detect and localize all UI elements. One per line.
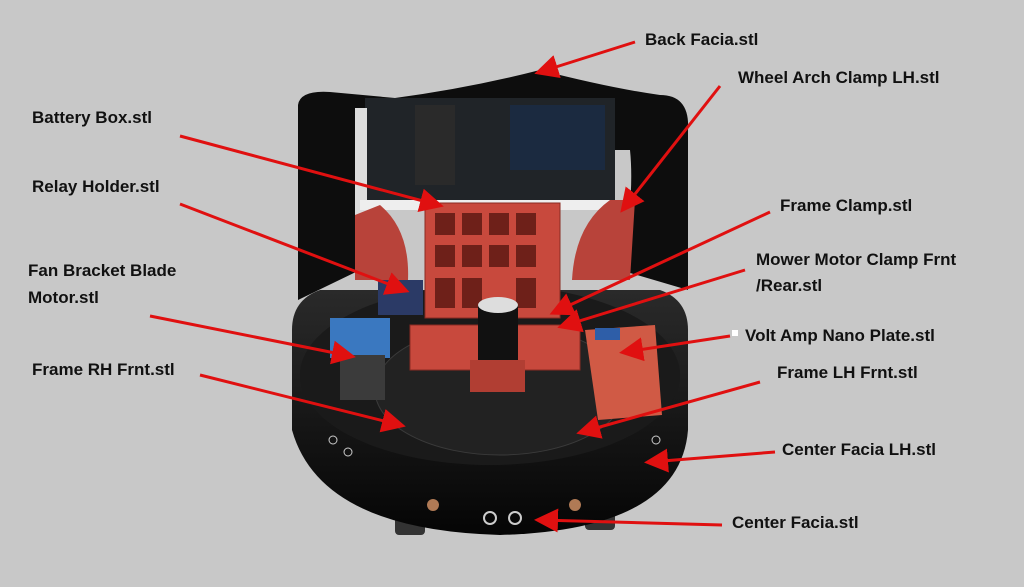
- arrow-mower-motor-clamp: [557, 268, 746, 333]
- nano-board: [595, 328, 620, 340]
- label-mower-motor-clamp-line2: /Rear.stl: [756, 276, 823, 295]
- fan: [340, 355, 385, 400]
- arrow-battery-box: [179, 134, 444, 212]
- arrow-center-facia: [534, 508, 723, 533]
- label-center-facia-lh: Center Facia LH.stl: [782, 440, 936, 459]
- arrow-frame-clamp: [549, 210, 771, 316]
- relay-holder: [378, 280, 423, 315]
- label-volt-amp-nano-plate: Volt Amp Nano Plate.stl: [745, 326, 935, 345]
- label-frame-clamp: Frame Clamp.stl: [780, 196, 913, 215]
- wheel-arch-clamp-lh: [572, 200, 635, 280]
- arrow-back-facia: [534, 40, 636, 79]
- label-relay-holder: Relay Holder.stl: [32, 177, 160, 196]
- mower-motor: [478, 305, 518, 360]
- arrow-frame-lh-frnt: [576, 380, 761, 439]
- controller-board: [510, 105, 605, 170]
- arrow-frame-rh-frnt: [199, 373, 406, 433]
- label-wheel-arch-clamp-lh: Wheel Arch Clamp LH.stl: [738, 68, 940, 87]
- label-frame-rh-frnt: Frame RH Frnt.stl: [32, 360, 175, 379]
- frame-clamp: [470, 360, 525, 392]
- label-fan-bracket-line1: Fan Bracket Blade: [28, 261, 177, 280]
- fan-bracket-blade-motor: [330, 318, 390, 358]
- arrow-wheel-arch-clamp-lh: [620, 85, 722, 213]
- arrow-volt-amp-nano-plate: [619, 334, 731, 362]
- label-fan-bracket-line2: Motor.stl: [28, 288, 99, 307]
- arrow-fan-bracket: [149, 314, 356, 365]
- wheel-arch-clamp-rh: [355, 205, 409, 280]
- callout-arrows: [149, 40, 776, 533]
- side-rail: [355, 108, 367, 228]
- motor-cap: [478, 297, 518, 313]
- arrow-relay-holder: [179, 202, 410, 295]
- label-frame-lh-frnt: Frame LH Frnt.stl: [777, 363, 918, 382]
- label-battery-box: Battery Box.stl: [32, 108, 152, 127]
- arrow-center-facia-lh: [644, 448, 776, 473]
- driver-board: [415, 105, 455, 185]
- label-mower-motor-clamp-line1: Mower Motor Clamp Frnt: [756, 250, 957, 269]
- label-center-facia: Center Facia.stl: [732, 513, 859, 532]
- label-back-facia: Back Facia.stl: [645, 30, 759, 49]
